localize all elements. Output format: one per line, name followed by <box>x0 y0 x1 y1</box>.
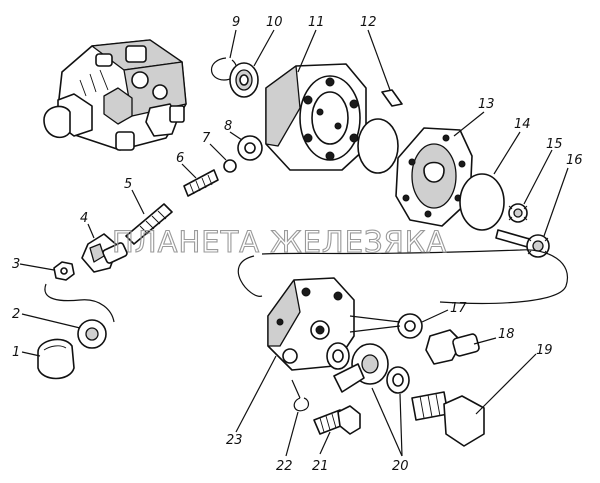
bearing-10 <box>229 62 259 98</box>
bolt-21 <box>313 405 361 435</box>
gasket-ring <box>357 118 399 174</box>
washer-17-hole <box>404 320 416 332</box>
gear-shaft-16 <box>495 229 550 258</box>
callout-16: 16 <box>566 153 583 168</box>
leader-lines <box>19 29 569 457</box>
fitting-18 <box>425 329 480 365</box>
o-ring-14 <box>459 173 505 231</box>
connector-curve <box>237 249 569 305</box>
callout-10: 10 <box>266 15 283 30</box>
cap-1 <box>37 338 75 380</box>
washer-2 <box>77 319 107 349</box>
callout-8: 8 <box>224 119 232 134</box>
pin-12 <box>381 89 403 107</box>
callout-9: 9 <box>232 15 240 30</box>
callout-1: 1 <box>12 345 20 360</box>
banjo-fitting-20 <box>333 343 389 393</box>
callout-7: 7 <box>202 131 211 146</box>
callout-13: 13 <box>478 97 495 112</box>
callout-20: 20 <box>392 459 409 474</box>
fitting-4 <box>81 233 128 273</box>
watermark-text: ПЛАНЕТА ЖЕЛЕЗЯКА <box>112 225 447 259</box>
callout-17: 17 <box>450 301 467 316</box>
nut-3 <box>53 261 75 281</box>
callout-3: 3 <box>12 257 20 272</box>
callout-23: 23 <box>226 433 243 448</box>
retaining-ring-22 <box>293 397 310 412</box>
callout-5: 5 <box>124 177 132 192</box>
pump-assembly <box>43 39 187 151</box>
valve-5 <box>125 203 173 245</box>
callout-15: 15 <box>546 137 563 152</box>
callout-4: 4 <box>80 211 88 226</box>
gear-15 <box>508 203 528 223</box>
callout-22: 22 <box>276 459 293 474</box>
callout-18: 18 <box>498 327 515 342</box>
ball-7 <box>223 159 237 173</box>
bolt-19 <box>411 391 485 447</box>
plate-13 <box>395 127 473 227</box>
housing-11 <box>265 63 367 171</box>
callout-6: 6 <box>176 151 184 166</box>
callout-11: 11 <box>308 15 325 30</box>
callout-12: 12 <box>360 15 377 30</box>
spring-6 <box>183 169 219 197</box>
washer-8 <box>237 135 263 161</box>
callout-14: 14 <box>514 117 531 132</box>
callout-21: 21 <box>312 459 329 474</box>
callout-2: 2 <box>12 307 20 322</box>
callout-numbers: 9 10 11 12 13 14 15 16 8 7 6 5 4 3 2 1 1… <box>12 15 583 474</box>
callout-19: 19 <box>536 343 553 358</box>
